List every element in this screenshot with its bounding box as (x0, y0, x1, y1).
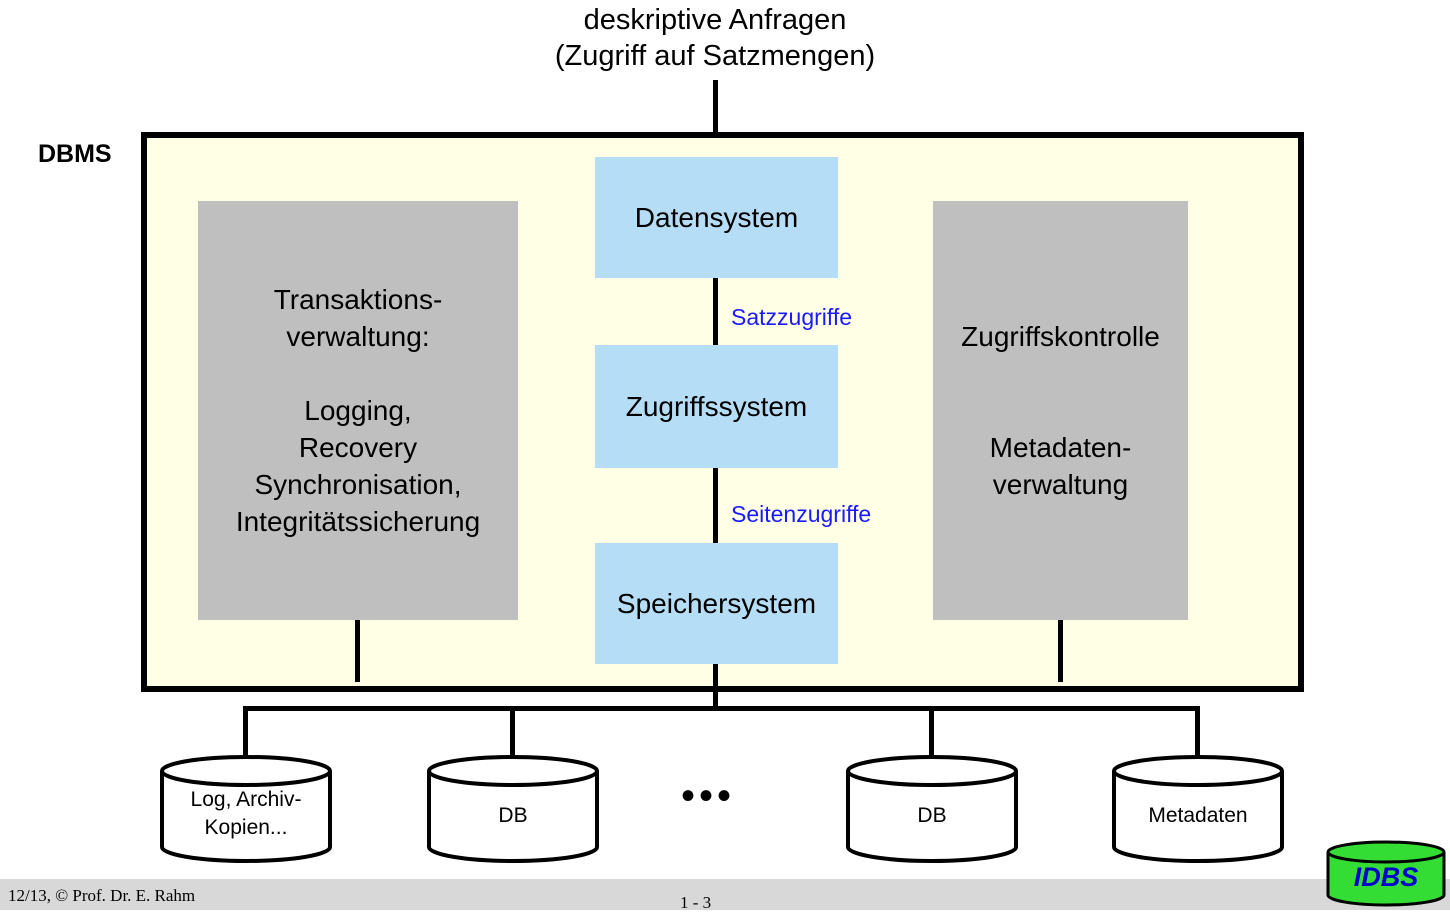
db2-label: DB (917, 804, 947, 827)
db-cylinder-2: DB (845, 754, 1019, 864)
storage-system-box: Speichersystem (595, 543, 838, 664)
metadata-connector (1058, 620, 1063, 682)
transaction-line1: Transaktions- (273, 284, 443, 315)
transaction-line3: Logging, (304, 395, 412, 426)
bus-drop-log (243, 706, 248, 760)
bus-drop-db2 (929, 706, 934, 760)
metadata-label: Metadaten (1148, 804, 1248, 827)
query-label: deskriptive Anfragen (Zugriff auf Satzme… (450, 2, 980, 74)
db1-label: DB (498, 804, 528, 827)
transaction-connector (355, 620, 360, 682)
transaction-line6: Integritätssicherung (235, 506, 481, 537)
bus-drop-metadata (1195, 706, 1200, 760)
transaction-line2: verwaltung: (286, 321, 430, 352)
cylinder-icon (846, 755, 1018, 863)
transaction-line5: Synchronisation, (254, 469, 462, 500)
access-control-box: Zugriffskontrolle Metadaten- verwaltung (933, 201, 1188, 620)
metadata-cylinder: Metadaten (1111, 754, 1285, 864)
idbs-logo-text: IDBS (1353, 862, 1419, 892)
cylinder-icon (1112, 755, 1284, 863)
log-archive-cylinder: Log, Archiv- Kopien... (159, 754, 333, 864)
dbms-label: DBMS (38, 140, 112, 168)
access-system-label: Zugriffssystem (625, 390, 808, 422)
storage-bus (243, 706, 1200, 711)
log-line1: Log, Archiv- (190, 788, 302, 811)
database-logo-icon (1326, 840, 1446, 907)
cylinder-icon (427, 755, 599, 863)
ellipsis: ••• (681, 774, 736, 818)
storage-system-label: Speichersystem (616, 587, 817, 619)
storage-connector (713, 664, 718, 708)
idbs-logo: IDBS (1325, 840, 1447, 908)
data-system-box: Datensystem (595, 157, 838, 278)
access-control-line1: Zugriffskontrolle (961, 321, 1160, 352)
query-line (713, 80, 718, 155)
cylinder-icon (160, 755, 332, 863)
record-access-line (713, 278, 718, 345)
page-access-line (713, 468, 718, 543)
access-system-box: Zugriffssystem (595, 345, 838, 468)
bus-drop-db1 (510, 706, 515, 760)
footer-bar (0, 879, 1450, 910)
footer-copyright: 12/13, © Prof. Dr. E. Rahm (8, 886, 196, 905)
query-label-line2: (Zugriff auf Satzmengen) (554, 40, 876, 72)
page-access-label: Seitenzugriffe (731, 501, 872, 527)
metadata-line2: verwaltung (992, 469, 1129, 500)
page-number: 1 - 3 (680, 893, 712, 912)
metadata-line1: Metadaten- (989, 432, 1132, 463)
record-access-label: Satzzugriffe (731, 304, 853, 330)
db-cylinder-1: DB (426, 754, 600, 864)
log-line2: Kopien... (204, 816, 288, 839)
transaction-line4: Recovery (298, 432, 418, 463)
data-system-label: Datensystem (634, 201, 799, 233)
transaction-management-box: Transaktions- verwaltung: Logging, Recov… (198, 201, 518, 620)
query-label-line1: deskriptive Anfragen (583, 4, 847, 36)
